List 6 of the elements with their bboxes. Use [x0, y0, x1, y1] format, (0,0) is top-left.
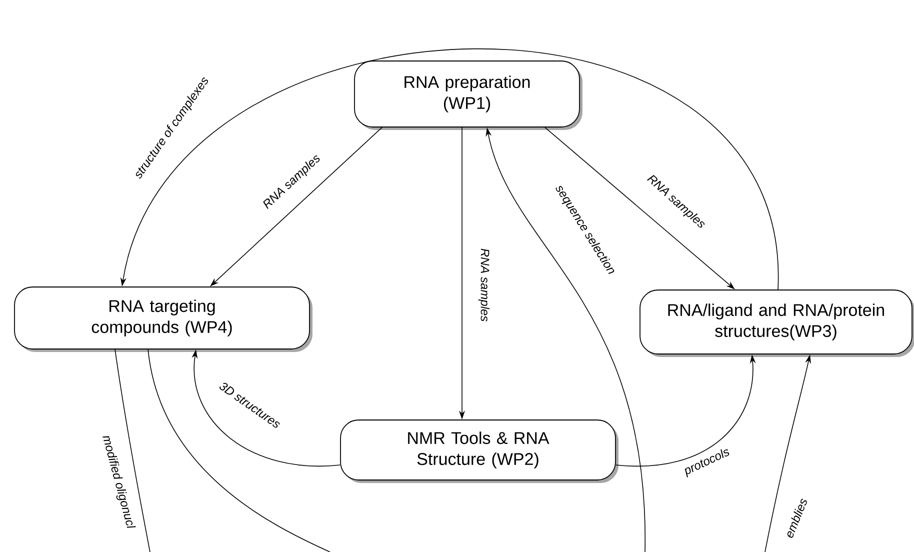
edge-label: RNA samples	[478, 248, 490, 322]
edge-label: emblies	[787, 498, 807, 538]
process-box: NMR Tools & RNA Structure (WP2)	[340, 420, 618, 483]
process-box: RNA preparation (WP1)	[354, 60, 582, 130]
process-box: RNA targeting compounds (WP4)	[14, 286, 312, 352]
process-box: RNA/ligand and RNA/protein structures(WP3)	[640, 290, 914, 357]
